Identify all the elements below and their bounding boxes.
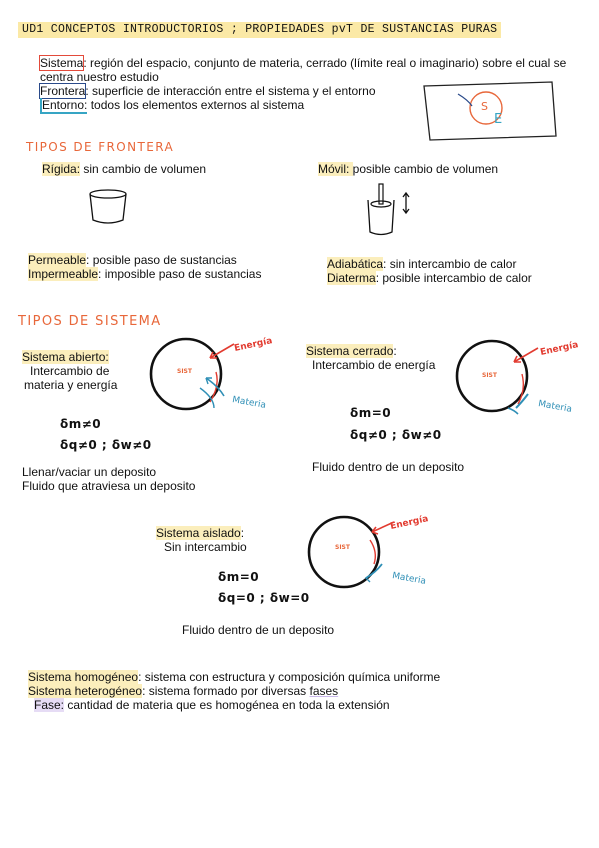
frontera-impermeable: Impermeable: imposible paso de sustancia… (28, 267, 261, 281)
term-adiabatica: Adiabática (327, 257, 384, 271)
homogeneo-text: : sistema con estructura y composición q… (138, 670, 441, 684)
heterogeneo-text: : sistema formado por diversas (142, 684, 310, 698)
abierto-line1: Intercambio de (30, 364, 110, 378)
abierto-sist-label: SIST (177, 368, 192, 375)
adiabatica-text: : sin intercambio de calor (383, 257, 517, 271)
abierto-example2: Fluido que atraviesa un deposito (22, 479, 196, 493)
section-tipos-frontera: TIPOS DE FRONTERA (26, 140, 175, 154)
cerrado-eq1: δm=0 (350, 406, 392, 420)
section-tipos-sistema: TIPOS DE SISTEMA (18, 314, 162, 329)
sistema-cerrado-term: Sistema cerrado: (306, 344, 397, 358)
sistema-aislado-term: Sistema aislado: (156, 526, 244, 540)
def-fase: Fase: cantidad de materia que es homogén… (34, 698, 390, 712)
term-sistema-aislado: Sistema aislado (156, 526, 241, 540)
piston-container-icon (367, 183, 410, 236)
rigid-container-icon (89, 189, 127, 224)
fase-text: cantidad de materia que es homogénea en … (64, 698, 390, 712)
permeable-text: : posible paso de sustancias (86, 253, 237, 267)
system-environment-diagram (423, 81, 557, 141)
term-homogeneo: Sistema homogéneo (28, 670, 139, 684)
term-impermeable: Impermeable (28, 267, 99, 281)
def-homogeneo: Sistema homogéneo: sistema con estructur… (28, 670, 440, 684)
abierto-line2: materia y energía (24, 378, 118, 392)
page-header: UD1 CONCEPTOS INTRODUCTORIOS ; PROPIEDAD… (18, 22, 502, 38)
term-permeable: Permeable (28, 253, 87, 267)
term-sistema-abierto: Sistema abierto: (22, 350, 109, 364)
frontera-movil: Móvil: posible cambio de volumen (318, 162, 498, 176)
term-diaterma: Diaterma (327, 271, 376, 285)
diagram-e-label: E (494, 112, 503, 127)
aislado-example1: Fluido dentro de un deposito (182, 623, 335, 637)
term-rigida: Rígida: (42, 162, 81, 176)
def-entorno-text: todos los elementos externos al sistema (87, 98, 305, 112)
def-heterogeneo: Sistema heterogéneo: sistema formado por… (28, 684, 338, 698)
movil-text: posible cambio de volumen (352, 162, 499, 176)
diaterma-text: : posible intercambio de calor (375, 271, 532, 285)
def-frontera: Frontera: superficie de interacción entr… (38, 83, 376, 99)
rigida-text: sin cambio de volumen (80, 162, 207, 176)
frontera-adiabatica: Adiabática: sin intercambio de calor (327, 257, 516, 271)
impermeable-text: : imposible paso de sustancias (98, 267, 262, 281)
def-entorno: Entorno: todos los elementos externos al… (40, 98, 305, 114)
abierto-system-diagram (149, 337, 235, 411)
aislado-system-diagram (307, 515, 395, 589)
term-heterogeneo: Sistema heterogéneo (28, 684, 143, 698)
cerrado-example1: Fluido dentro de un deposito (312, 460, 465, 474)
term-fase: Fase: (34, 698, 65, 712)
def-sistema: Sistema: región del espacio, conjunto de… (38, 55, 567, 71)
frontera-permeable: Permeable: posible paso de sustancias (28, 253, 237, 267)
abierto-eq2: δq≠0 ; δw≠0 (60, 438, 152, 452)
term-entorno: Entorno: (40, 98, 88, 114)
term-sistema-cerrado: Sistema cerrado (306, 344, 394, 358)
frontera-rigida: Rígida: sin cambio de volumen (42, 162, 206, 176)
cerrado-sist-label: SIST (482, 372, 497, 379)
def-sistema-text: : región del espacio, conjunto de materi… (83, 56, 567, 70)
aislado-line1: Sin intercambio (164, 540, 247, 554)
cerrado-system-diagram (455, 339, 539, 415)
cerrado-eq2: δq≠0 ; δw≠0 (350, 428, 442, 442)
term-movil: Móvil: (318, 162, 353, 176)
aislado-eq2: δq=0 ; δw=0 (218, 591, 310, 605)
frontera-diaterma: Diaterma: posible intercambio de calor (327, 271, 532, 285)
def-frontera-text: : superficie de interacción entre el sis… (85, 84, 376, 98)
heterogeneo-fases: fases (309, 684, 339, 698)
sistema-abierto-term: Sistema abierto: (22, 350, 109, 364)
diagram-s-label: S (481, 100, 488, 113)
abierto-example1: Llenar/vaciar un deposito (22, 465, 157, 479)
aislado-colon: : (240, 526, 245, 540)
aislado-eq1: δm=0 (218, 570, 260, 584)
def-sistema-line2: centra nuestro estudio (40, 70, 159, 84)
term-frontera: Frontera (38, 83, 87, 99)
aislado-sist-label: SIST (335, 544, 350, 551)
term-sistema: Sistema (38, 55, 85, 71)
abierto-eq1: δm≠0 (60, 417, 102, 431)
cerrado-colon: : (393, 344, 397, 358)
cerrado-line1: Intercambio de energía (312, 358, 436, 372)
